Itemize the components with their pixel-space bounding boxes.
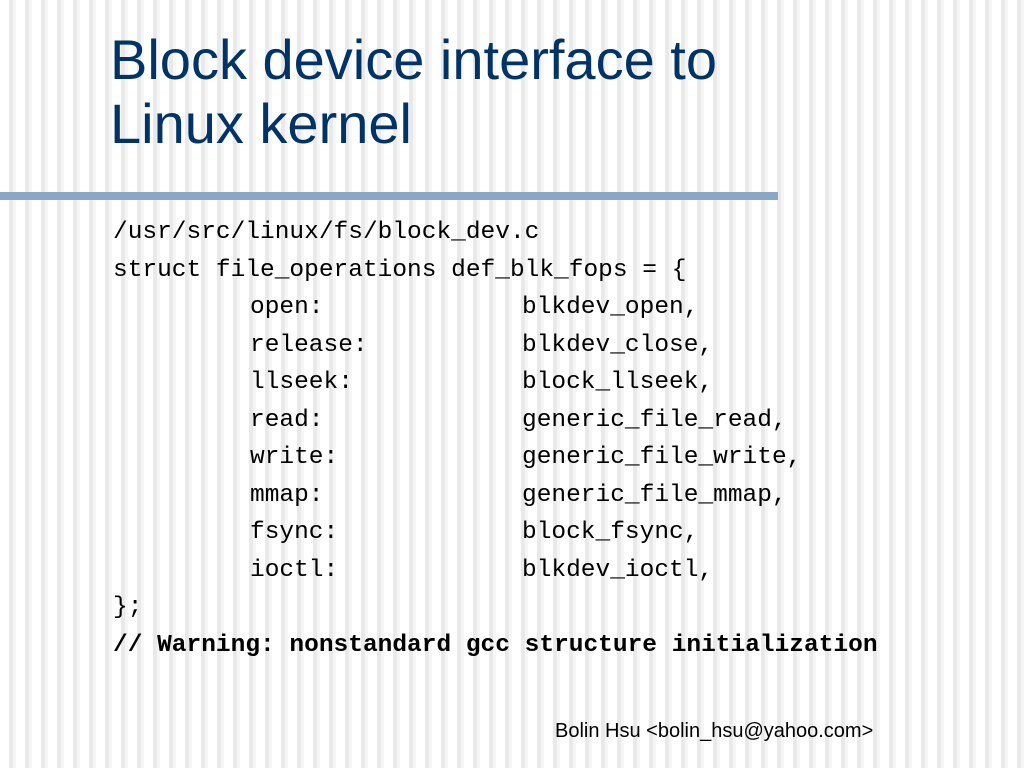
- field-name: fsync:: [250, 519, 339, 546]
- field-name: mmap:: [250, 481, 324, 509]
- code-field-row: open: blkdev_open,: [113, 289, 878, 327]
- field-value: block_fsync,: [522, 519, 699, 546]
- field-name: release:: [250, 331, 368, 359]
- code-warning-comment: // Warning: nonstandard gcc structure in…: [113, 631, 878, 659]
- field-value: generic_file_mmap,: [522, 481, 787, 509]
- field-name: open:: [250, 294, 324, 321]
- title-line-2: Linux kernel: [110, 92, 412, 155]
- code-field-row: write: generic_file_write,: [113, 439, 878, 477]
- code-block: /usr/src/linux/fs/block_dev.c struct fil…: [113, 214, 878, 664]
- slide-title: Block device interface to Linux kernel: [110, 28, 990, 156]
- code-field-row: llseek: block_llseek,: [113, 364, 878, 402]
- field-value: blkdev_open,: [522, 294, 699, 321]
- field-name: ioctl:: [250, 556, 339, 584]
- author-footer: Bolin Hsu <bolin_hsu@yahoo.com>: [555, 720, 874, 742]
- field-name: llseek:: [250, 369, 353, 396]
- field-value: generic_file_write,: [522, 444, 802, 471]
- code-field-row: ioctl: blkdev_ioctl,: [113, 552, 878, 590]
- code-struct-line: struct file_operations def_blk_fops = {: [113, 256, 687, 284]
- code-path-line: /usr/src/linux/fs/block_dev.c: [113, 219, 540, 246]
- code-field-row: fsync: block_fsync,: [113, 514, 878, 552]
- code-field-row: read: generic_file_read,: [113, 402, 878, 440]
- title-line-1: Block device interface to: [110, 28, 717, 91]
- field-value: blkdev_close,: [522, 331, 714, 359]
- field-name: read:: [250, 406, 324, 434]
- title-divider: [0, 192, 778, 200]
- field-value: generic_file_read,: [522, 406, 787, 434]
- field-name: write:: [250, 444, 339, 471]
- code-closing-line: };: [113, 594, 143, 621]
- field-value: blkdev_ioctl,: [522, 556, 714, 584]
- field-value: block_llseek,: [522, 369, 714, 396]
- code-field-row: mmap: generic_file_mmap,: [113, 477, 878, 515]
- code-field-row: release: blkdev_close,: [113, 327, 878, 365]
